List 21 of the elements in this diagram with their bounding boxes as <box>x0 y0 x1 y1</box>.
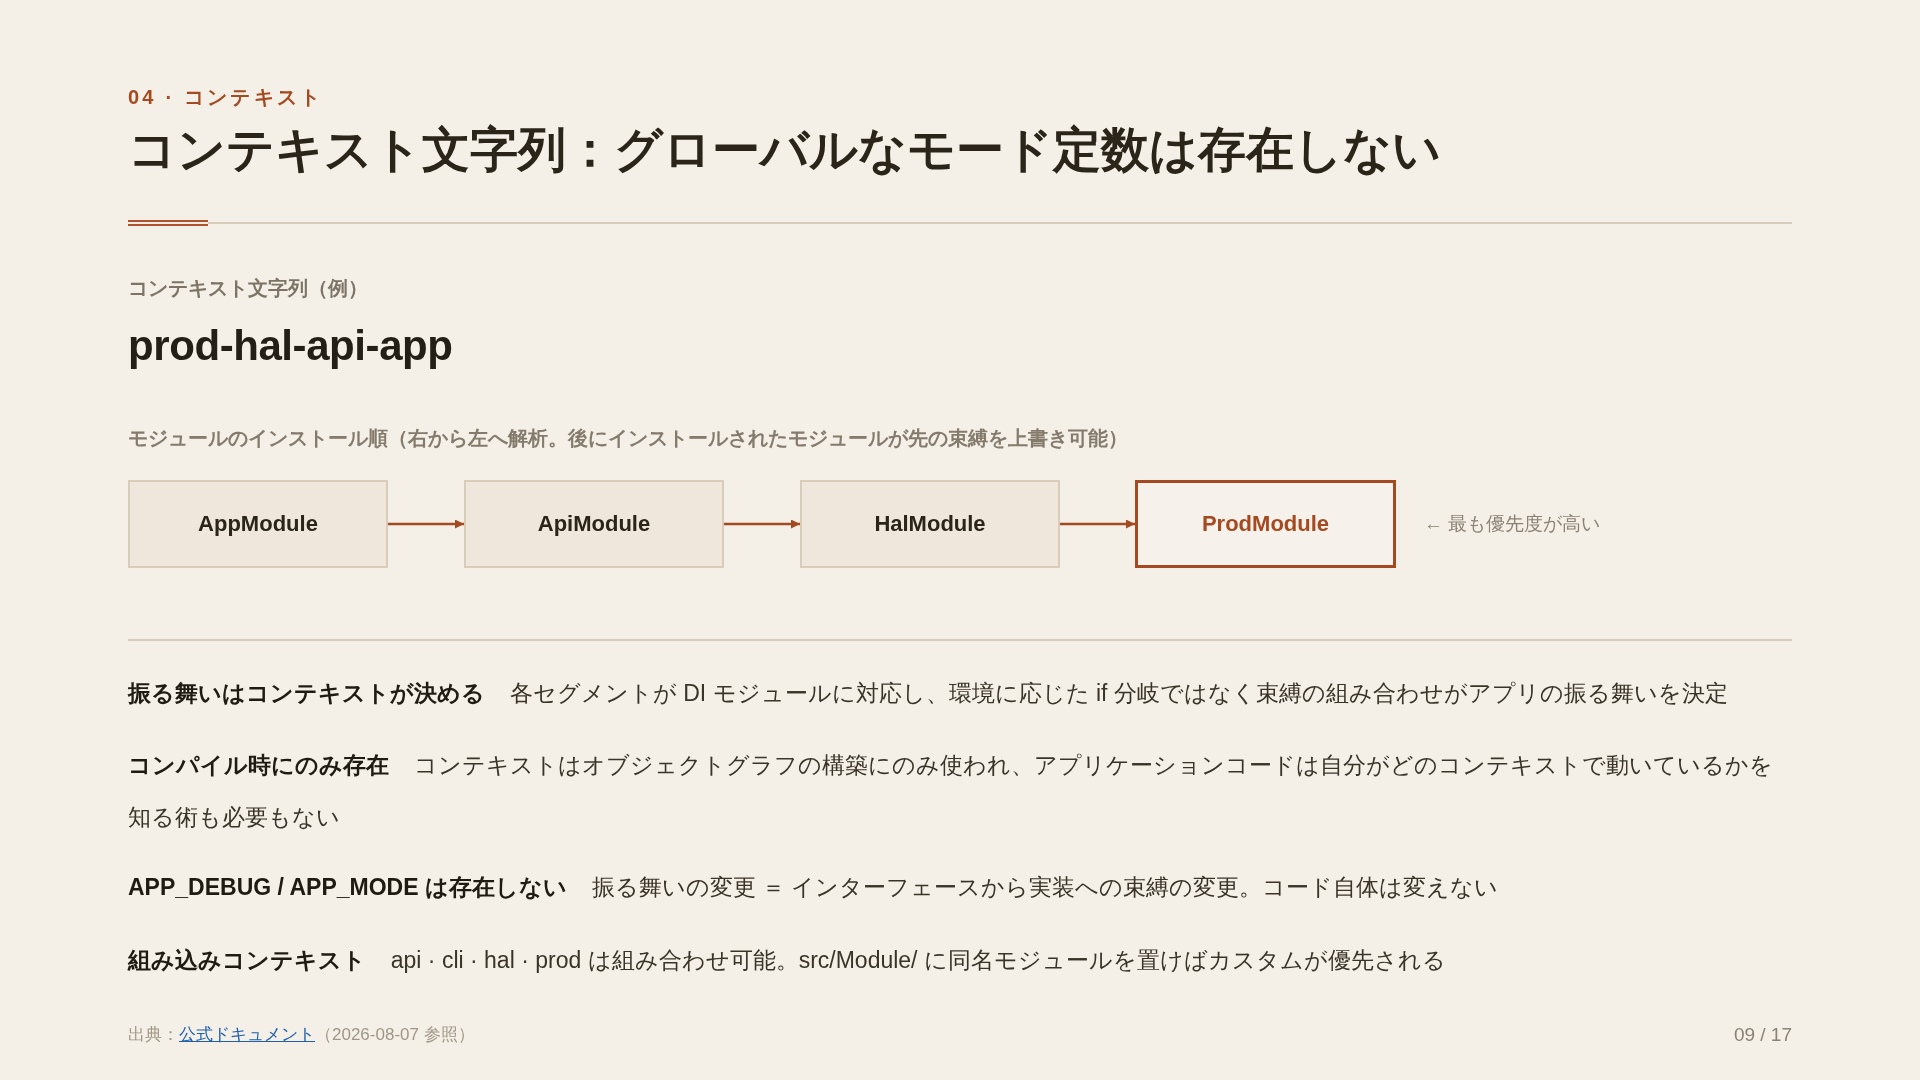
description-paragraph: 振る舞いはコンテキストが決める 各セグメントが DI モジュールに対応し、環境に応じた if 分岐ではなく束縛の組み合わせがアプリの振る舞いを決定 <box>128 679 1728 708</box>
field-label: コンテキスト文字列（例） <box>128 276 368 300</box>
highlighted-module-box: ProdModule <box>1135 480 1396 568</box>
caption-text: モジュールのインストール順（右から左へ解析。後にインストールされたモジュールが先の束縛を上書き可能） <box>128 426 1128 450</box>
module-box: ApiModule <box>464 480 724 568</box>
module-box: AppModule <box>128 480 388 568</box>
description-paragraph: APP_DEBUG / APP_MODE は存在しない 振る舞いの変更 ＝ インターフェースから実装への束縛の変更。コード自体は変えない <box>128 873 1499 902</box>
arrow <box>1060 519 1135 529</box>
access-date: （2026-08-07 参照） <box>315 1025 475 1044</box>
description-paragraph: 組み込みコンテキスト api · cli · hal · prod は組み合わせ可能。src/Module/ に同名モジュールを置けばカスタムが優先される <box>128 946 1446 975</box>
arrow <box>388 519 464 529</box>
priority-note: ← 最も優先度が高い <box>1424 512 1601 536</box>
source-label: 出典： <box>128 1025 179 1044</box>
description-paragraph: コンパイル時にのみ存在 コンテキストはオブジェクトグラフの構築にのみ使われ、アプリケーションコードは自分がどのコンテキストで動いているかを知る術も必要もない <box>128 751 1774 832</box>
arrow <box>724 519 800 529</box>
section-kicker: 04 · コンテキスト <box>128 85 324 109</box>
context-string: prod-hal-api-app <box>128 321 453 371</box>
slide-title: コンテキスト文字列：グローバルなモード定数は存在しない <box>128 122 1441 178</box>
page-number: 09 / 17 <box>1733 1023 1792 1047</box>
source-link: 公式ドキュメント <box>179 1025 315 1044</box>
module-box: HalModule <box>800 480 1060 568</box>
